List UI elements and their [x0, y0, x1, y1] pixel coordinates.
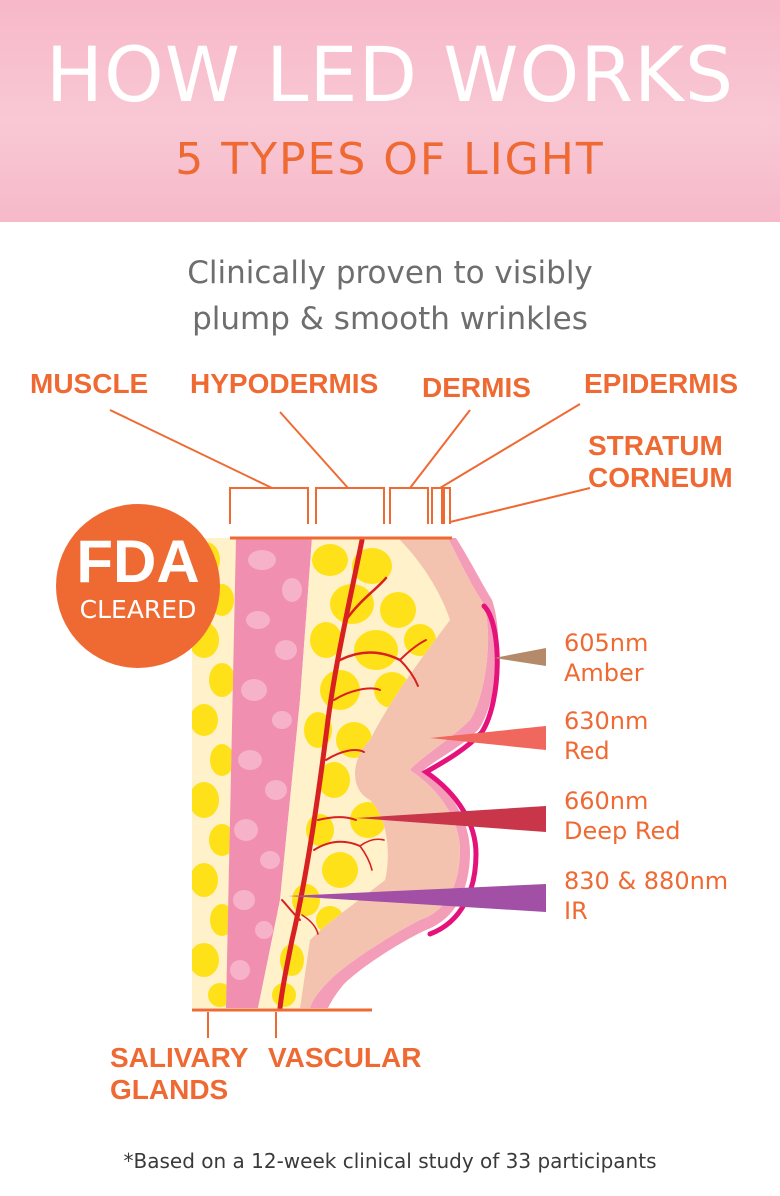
label-stratum-corneum-1: STRATUM [588, 430, 723, 461]
label-hypodermis: HYPODERMIS [190, 368, 379, 399]
red-beam [430, 726, 546, 750]
label-salivary-glands-2: GLANDS [110, 1074, 229, 1105]
leader-lines [109, 403, 591, 523]
fda-badge-subtitle: CLEARED [79, 595, 197, 624]
amber-beam [494, 648, 546, 666]
wavelength-amber-name: Amber [564, 659, 644, 687]
stratum-corneum-line [421, 603, 500, 937]
tagline: Clinically proven to visibly plump & smo… [0, 250, 780, 342]
layer-brackets [229, 487, 451, 524]
fda-badge-title: FDA [76, 528, 200, 595]
wavelength-red-name: Red [564, 737, 610, 765]
footnote: *Based on a 12-week clinical study of 33… [123, 1149, 657, 1173]
label-muscle: MUSCLE [30, 368, 149, 399]
wavelength-ir-name: IR [564, 897, 588, 925]
ir-beam [288, 884, 546, 912]
label-epidermis: EPIDERMIS [584, 368, 739, 399]
vascular-vessels [277, 537, 427, 1011]
label-salivary-glands-1: SALIVARY [110, 1042, 249, 1073]
tagline-line-2: plump & smooth wrinkles [192, 301, 588, 337]
wavelength-amber-nm: 605nm [564, 629, 649, 657]
label-vascular: VASCULAR [268, 1042, 422, 1073]
fda-cleared-badge: FDA CLEARED [56, 504, 220, 668]
tagline-line-1: Clinically proven to visibly [187, 255, 593, 291]
wavelength-deep-red-nm: 660nm [564, 787, 649, 815]
wavelength-deep-red-name: Deep Red [564, 817, 681, 845]
page-subtitle: 5 TYPES OF LIGHT [175, 134, 605, 185]
wavelength-red-nm: 630nm [564, 707, 649, 735]
light-beams [288, 648, 546, 912]
bottom-leader-lines [207, 1012, 277, 1038]
label-dermis: DERMIS [422, 372, 531, 403]
label-stratum-corneum-2: CORNEUM [588, 462, 733, 493]
deep-red-beam [356, 806, 546, 832]
muscle-layer [226, 538, 312, 1008]
header-banner: HOW LED WORKS 5 TYPES OF LIGHT [0, 0, 780, 222]
page-title: HOW LED WORKS [45, 30, 735, 119]
epidermis-layer [310, 538, 499, 1008]
wavelength-ir-nm: 830 & 880nm [564, 867, 729, 895]
